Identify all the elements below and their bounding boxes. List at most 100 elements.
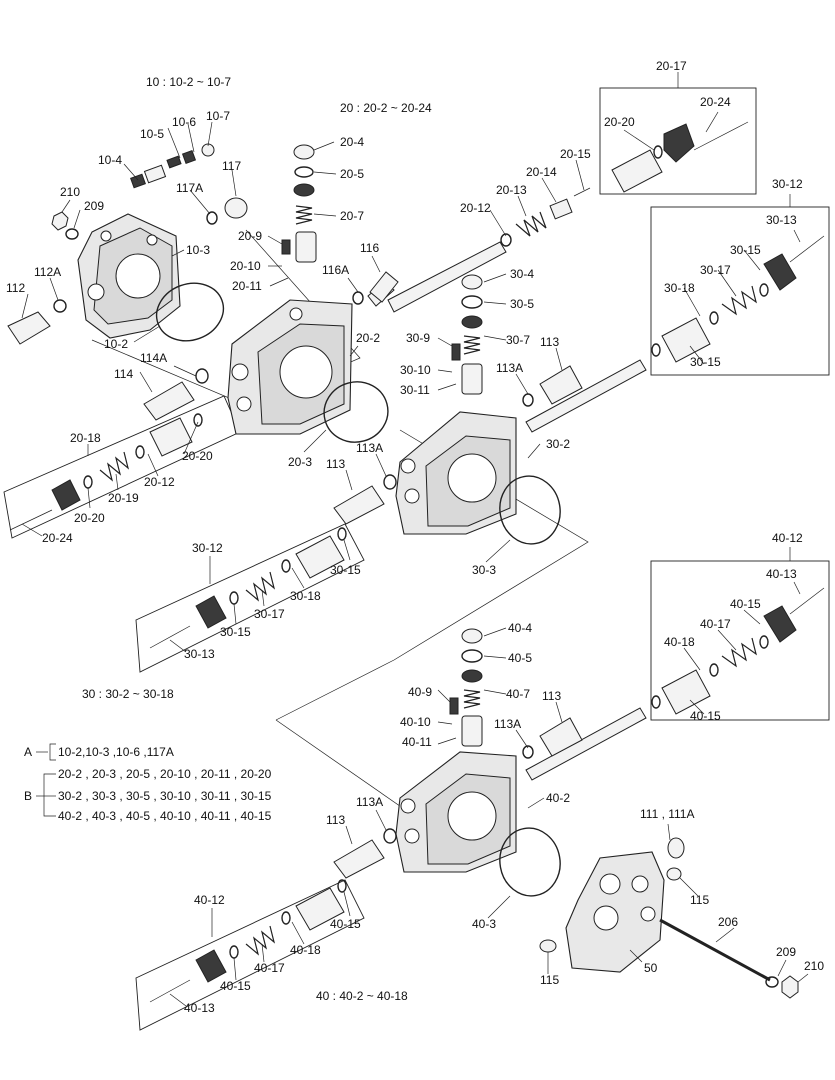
label-10-7: 10-7 <box>206 109 230 123</box>
label-20-9: 20-9 <box>238 229 262 243</box>
label-30-15-right: 30-15 <box>690 355 721 369</box>
label-30-3: 30-3 <box>472 563 496 577</box>
label-209-bottom: 209 <box>776 945 796 959</box>
label-40-4: 40-4 <box>508 621 532 635</box>
label-30-15-top: 30-15 <box>730 243 761 257</box>
label-30-11: 30-11 <box>400 383 430 397</box>
label-20-4: 20-4 <box>340 135 364 149</box>
housing-40-2 <box>395 751 517 873</box>
label-40-13-top: 40-13 <box>766 567 797 581</box>
label-40-12-top: 40-12 <box>772 531 803 545</box>
leader-lines <box>21 111 809 1007</box>
label-40-18-left: 40-18 <box>290 943 321 957</box>
label-113A-lower-left: 113A <box>356 795 383 809</box>
label-20-13: 20-13 <box>496 183 527 197</box>
note-30: 30 : 30-2 ~ 30-18 <box>82 687 174 701</box>
label-20-20-top: 20-20 <box>604 115 635 129</box>
subassembly-box-30-12-right <box>650 194 830 376</box>
relief-20-13-spring <box>500 187 591 247</box>
label-210-bottom: 210 <box>804 959 824 973</box>
label-20-17: 20-17 <box>656 59 687 73</box>
label-30-10: 30-10 <box>400 363 431 377</box>
label-40-17-top: 40-17 <box>700 617 731 631</box>
label-40-15-right: 40-15 <box>690 709 721 723</box>
housing-20-2 <box>227 299 353 435</box>
label-40-15-top: 40-15 <box>730 597 761 611</box>
label-117: 117 <box>222 159 241 173</box>
legend: A 10-2,10-3 ,10-6 ,117A B 20-2 , 20-3 , … <box>24 745 272 823</box>
subassembly-box-40-12-left <box>135 879 365 1031</box>
nut-washer-210-209 <box>51 211 79 240</box>
label-210-top: 210 <box>60 185 80 199</box>
label-30-18-left: 30-18 <box>290 589 321 603</box>
oring-10-2 <box>155 282 225 342</box>
legend-key-B: B <box>24 789 32 803</box>
label-40-15-left-a: 40-15 <box>330 917 361 931</box>
label-209-top: 209 <box>84 199 104 213</box>
label-40-15-left-b: 40-15 <box>220 979 251 993</box>
relief-20-17-cap <box>611 121 749 193</box>
label-30-17-left: 30-17 <box>254 607 285 621</box>
label-10-2: 10-2 <box>104 337 128 351</box>
label-50: 50 <box>644 961 658 975</box>
label-113A-lower-right: 113A <box>494 717 521 731</box>
label-30-17-top: 30-17 <box>700 263 731 277</box>
plug-114 <box>143 368 209 421</box>
label-30-7: 30-7 <box>506 333 530 347</box>
label-115-right: 115 <box>690 893 709 907</box>
label-113-top: 113 <box>540 335 559 349</box>
label-10-3: 10-3 <box>186 243 210 257</box>
oring-20-3 <box>323 381 389 443</box>
legend-key-A: A <box>24 745 32 759</box>
label-20-20-low: 20-20 <box>74 511 105 525</box>
housing-30-2 <box>395 411 517 535</box>
plug-117 <box>206 197 248 225</box>
label-20-15: 20-15 <box>560 147 591 161</box>
legend-row-B2: 30-2 , 30-3 , 30-5 , 30-10 , 30-11 , 30-… <box>58 789 272 803</box>
end-cover-50 <box>539 837 799 999</box>
label-30-15-left-b: 30-15 <box>220 625 251 639</box>
label-40-7: 40-7 <box>506 687 530 701</box>
label-40-12-left: 40-12 <box>194 893 225 907</box>
subassembly-box-40-12-right <box>650 547 830 721</box>
label-20-19: 20-19 <box>108 491 139 505</box>
label-30-13-left: 30-13 <box>184 647 215 661</box>
label-20-5: 20-5 <box>340 167 364 181</box>
label-20-11: 20-11 <box>232 279 262 293</box>
relief-20-18-parts <box>9 413 203 531</box>
label-30-12-left: 30-12 <box>192 541 223 555</box>
note-20: 20 : 20-2 ~ 20-24 <box>340 101 432 115</box>
legend-row-B1: 20-2 , 20-3 , 20-5 , 20-10 , 20-11 , 20-… <box>58 767 272 781</box>
label-20-3: 20-3 <box>288 455 312 469</box>
housing-10-2 <box>77 213 181 339</box>
plug-40-4-stack <box>449 628 483 747</box>
label-20-20-mid: 20-20 <box>182 449 213 463</box>
label-40-11: 40-11 <box>402 735 432 749</box>
label-114A: 114A <box>140 351 167 365</box>
label-20-24-low: 20-24 <box>42 531 73 545</box>
oring-30-3 <box>499 475 561 545</box>
label-20-24-top: 20-24 <box>700 95 731 109</box>
label-20-12-top: 20-12 <box>460 201 491 215</box>
legend-row-A: 10-2,10-3 ,10-6 ,117A <box>58 745 174 759</box>
label-113-lower-left: 113 <box>326 813 345 827</box>
note-40: 40 : 40-2 ~ 40-18 <box>316 989 408 1003</box>
label-113-lower-right: 113 <box>542 689 561 703</box>
label-112A: 112A <box>34 265 61 279</box>
label-30-9: 30-9 <box>406 331 430 345</box>
label-20-18: 20-18 <box>70 431 101 445</box>
legend-row-B3: 40-2 , 40-3 , 40-5 , 40-10 , 40-11 , 40-… <box>58 809 272 823</box>
relief-30-12-left-parts <box>149 527 347 649</box>
label-115-left: 115 <box>540 973 559 987</box>
label-30-5: 30-5 <box>510 297 534 311</box>
legend-brackets <box>36 743 56 817</box>
label-206: 206 <box>718 915 738 929</box>
relief-30-12-right-parts <box>651 235 825 363</box>
label-40-18-top: 40-18 <box>664 635 695 649</box>
label-40-10: 40-10 <box>400 715 431 729</box>
label-114: 114 <box>114 367 133 381</box>
label-113A-mid: 113A <box>356 441 383 455</box>
plug-112 <box>7 299 67 345</box>
label-20-2: 20-2 <box>356 331 380 345</box>
label-30-15-left-a: 30-15 <box>330 563 361 577</box>
